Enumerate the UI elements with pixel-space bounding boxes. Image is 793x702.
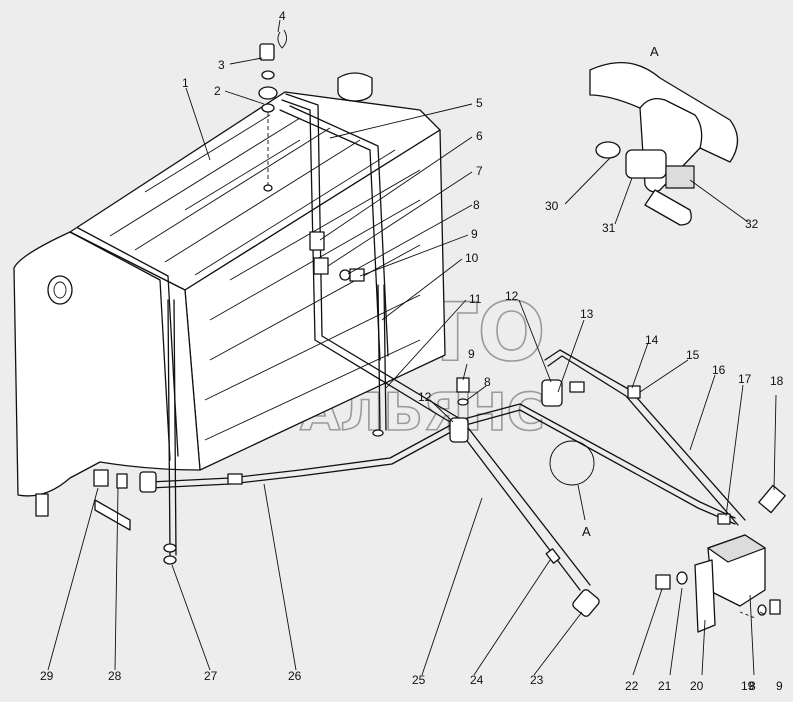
callout-8: 8 (473, 198, 480, 212)
callout-27: 27 (204, 669, 218, 683)
bolt-9c (769, 599, 781, 615)
callout-9: 9 (471, 227, 478, 241)
fitting-28 (116, 473, 128, 489)
callout-9-filter: 9 (776, 679, 783, 693)
leaders (47, 19, 777, 676)
clamp-6 (309, 231, 325, 251)
view-a-circle (549, 440, 595, 486)
callout-labels: 1 2 3 4 5 6 7 8 9 10 11 12 13 14 15 16 1… (40, 9, 784, 693)
callout-4: 4 (279, 9, 286, 23)
callout-1: 1 (182, 76, 189, 90)
detail-view-title: А (650, 44, 659, 59)
fuel-tank (13, 72, 446, 517)
banjo-2 (258, 86, 278, 100)
callout-21: 21 (658, 679, 672, 693)
callout-2: 2 (214, 84, 221, 98)
callout-20: 20 (690, 679, 704, 693)
nut-22 (655, 574, 671, 590)
fitting-17 (717, 513, 731, 525)
bolt-18 (758, 484, 786, 514)
callout-3: 3 (218, 58, 225, 72)
callout-24: 24 (470, 673, 484, 687)
detail-pad-32 (665, 165, 695, 189)
callout-22: 22 (625, 679, 639, 693)
callout-18: 18 (770, 374, 784, 388)
callout-15: 15 (686, 348, 700, 362)
callout-13: 13 (580, 307, 594, 321)
callout-25: 25 (412, 673, 426, 687)
callout-7: 7 (476, 164, 483, 178)
tee-fitting (139, 471, 157, 493)
callout-31: 31 (602, 221, 616, 235)
callout-8-mid: 8 (484, 375, 491, 389)
tank-end-port (47, 275, 73, 305)
callout-16: 16 (712, 363, 726, 377)
callout-32: 32 (745, 217, 759, 231)
callout-26: 26 (288, 669, 302, 683)
fittings (93, 43, 786, 617)
callout-10: 10 (465, 251, 479, 265)
bolt-9b (456, 377, 470, 393)
callout-30: 30 (545, 199, 559, 213)
detail-clip-31 (625, 149, 667, 179)
fuel-filter (655, 534, 781, 633)
tank-strap-left (69, 231, 171, 461)
callout-29: 29 (40, 669, 54, 683)
line-25 (281, 99, 581, 591)
callout-14: 14 (645, 333, 659, 347)
callout-12: 12 (505, 289, 519, 303)
clamp-13 (541, 379, 563, 407)
bracket-29 (94, 499, 131, 531)
detail-view-a (589, 62, 739, 226)
callout-9-mid: 9 (468, 347, 475, 361)
clamp-12 (449, 417, 469, 443)
bolt-3 (259, 43, 275, 61)
callout-8-filter: 8 (749, 679, 756, 693)
clamp-7 (313, 257, 329, 275)
washer-8 (339, 269, 351, 281)
washer-21 (676, 571, 688, 585)
nut-26 (227, 473, 243, 485)
line-16 (544, 349, 746, 521)
nut-29 (93, 469, 109, 487)
view-a-marker: А (582, 524, 591, 539)
line-10 (377, 284, 381, 431)
sleeve-24 (545, 548, 561, 564)
drain-plug (35, 493, 49, 517)
callout-5: 5 (476, 96, 483, 110)
callout-6: 6 (476, 129, 483, 143)
detail-clip-30 (595, 141, 621, 159)
callout-23: 23 (530, 673, 544, 687)
fitting-14 (627, 385, 641, 399)
callout-12-lower: 12 (418, 390, 432, 404)
callout-11: 11 (469, 292, 482, 306)
nut-23 (572, 589, 600, 617)
callout-17: 17 (738, 372, 752, 386)
callout-28: 28 (108, 669, 122, 683)
bracket-20 (694, 559, 716, 633)
callout-19: 19 (741, 679, 755, 693)
line-27 (167, 299, 171, 556)
